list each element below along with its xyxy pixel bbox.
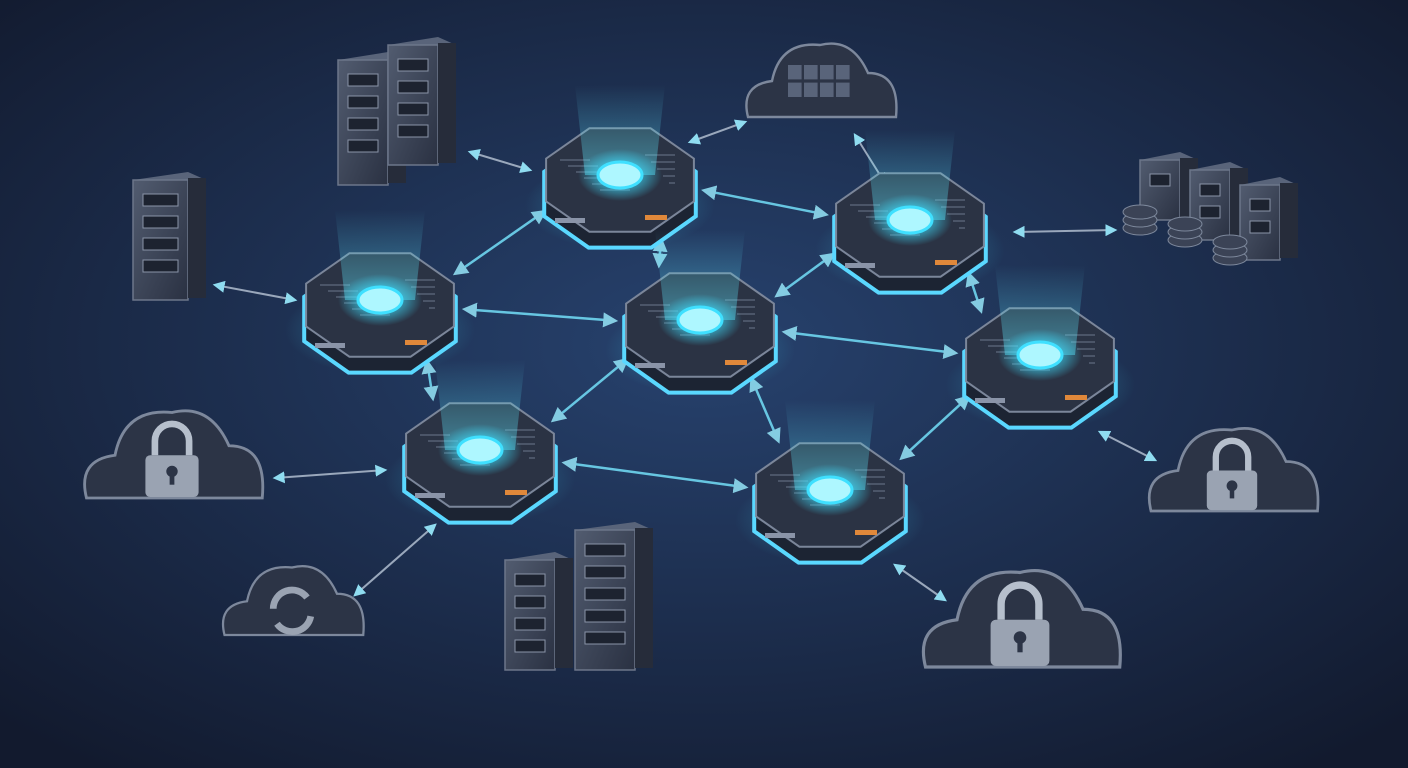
hub-core — [886, 205, 934, 235]
light-beam — [435, 360, 525, 450]
hub-core — [456, 435, 504, 465]
hub-core — [1016, 340, 1064, 370]
hexagon-hub-icon — [525, 85, 715, 250]
hexagon-hub-icon — [815, 130, 1005, 295]
hub-link — [461, 302, 619, 328]
server-rack-icon — [1239, 177, 1298, 261]
hexagon-hub-icon — [945, 265, 1135, 430]
hexagon-hub-icon — [605, 230, 795, 395]
hub-link — [701, 185, 829, 220]
database-coin-icon — [1122, 204, 1158, 236]
server-rack-icon — [132, 172, 206, 301]
device-link — [1097, 430, 1158, 462]
server-rack-icon — [504, 552, 573, 671]
devices-layer — [83, 37, 1320, 671]
hub-core — [676, 305, 724, 335]
device-link — [212, 280, 298, 305]
light-beam — [655, 230, 745, 320]
hub-link — [781, 325, 959, 360]
server-rack-icon — [387, 37, 456, 166]
hexagon-hub-icon — [735, 400, 925, 565]
hub-core — [596, 160, 644, 190]
database-coin-icon — [1212, 234, 1248, 266]
hub-link — [550, 357, 630, 423]
hub-core — [806, 475, 854, 505]
hexagon-hub-icon — [385, 360, 575, 525]
device-link — [1012, 224, 1118, 238]
cloud-sync-icon — [221, 565, 365, 637]
cloud-storage-icon — [745, 42, 898, 119]
light-beam — [785, 400, 875, 490]
hub-tag — [1065, 395, 1087, 400]
device-link — [893, 563, 947, 602]
light-beam — [335, 210, 425, 300]
light-beam — [995, 265, 1085, 355]
cloud-lock-icon — [921, 569, 1122, 669]
hexagon-hub-icon — [285, 210, 475, 375]
light-beam — [865, 130, 955, 220]
server-rack-icon — [574, 522, 653, 671]
hub-tag — [505, 490, 527, 495]
hub-core — [356, 285, 404, 315]
hubs-layer — [285, 85, 1135, 565]
hub-tag — [725, 360, 747, 365]
cloud-lock-icon — [1147, 427, 1320, 513]
hub-link — [452, 209, 548, 276]
hub-tag — [855, 530, 877, 535]
hub-tag — [405, 340, 427, 345]
hub-tag — [935, 260, 957, 265]
hub-tag — [645, 215, 667, 220]
device-link — [272, 464, 388, 484]
device-link — [467, 149, 533, 173]
device-link — [353, 523, 437, 597]
hub-link — [749, 376, 781, 444]
cloud-lock-icon — [83, 409, 265, 500]
database-coin-icon — [1167, 216, 1203, 248]
hub-link — [561, 456, 749, 494]
light-beam — [575, 85, 665, 175]
device-link — [687, 119, 748, 145]
